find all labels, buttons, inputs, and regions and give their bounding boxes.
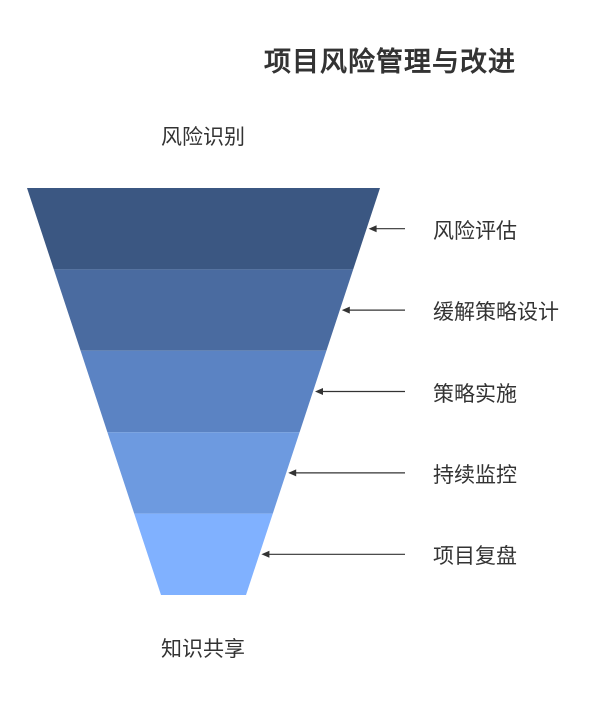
stage-label-risk-assessment: 风险评估 bbox=[433, 218, 517, 243]
funnel-bottom-label: 知识共享 bbox=[161, 637, 245, 661]
stage-label-project-review: 项目复盘 bbox=[433, 544, 517, 569]
funnel-stage-0 bbox=[27, 188, 380, 270]
stage-label-continuous-monitoring: 持续监控 bbox=[433, 462, 517, 487]
arrow-head-0 bbox=[368, 225, 377, 233]
diagram-title: 项目风险管理与改进 bbox=[264, 47, 516, 78]
funnel-stage-2 bbox=[80, 350, 327, 433]
arrow-head-1 bbox=[341, 306, 350, 314]
arrow-head-4 bbox=[261, 550, 270, 558]
funnel-top-label: 风险识别 bbox=[161, 125, 245, 149]
funnel-stage-4 bbox=[134, 513, 273, 595]
stage-label-strategy-implementation: 策略实施 bbox=[433, 381, 517, 406]
arrow-head-3 bbox=[288, 469, 297, 477]
arrow-head-2 bbox=[315, 388, 323, 395]
funnel-stage-1 bbox=[53, 269, 354, 351]
funnel-stage-3 bbox=[107, 432, 300, 514]
stage-label-mitigation-design: 缓解策略设计 bbox=[433, 300, 559, 325]
